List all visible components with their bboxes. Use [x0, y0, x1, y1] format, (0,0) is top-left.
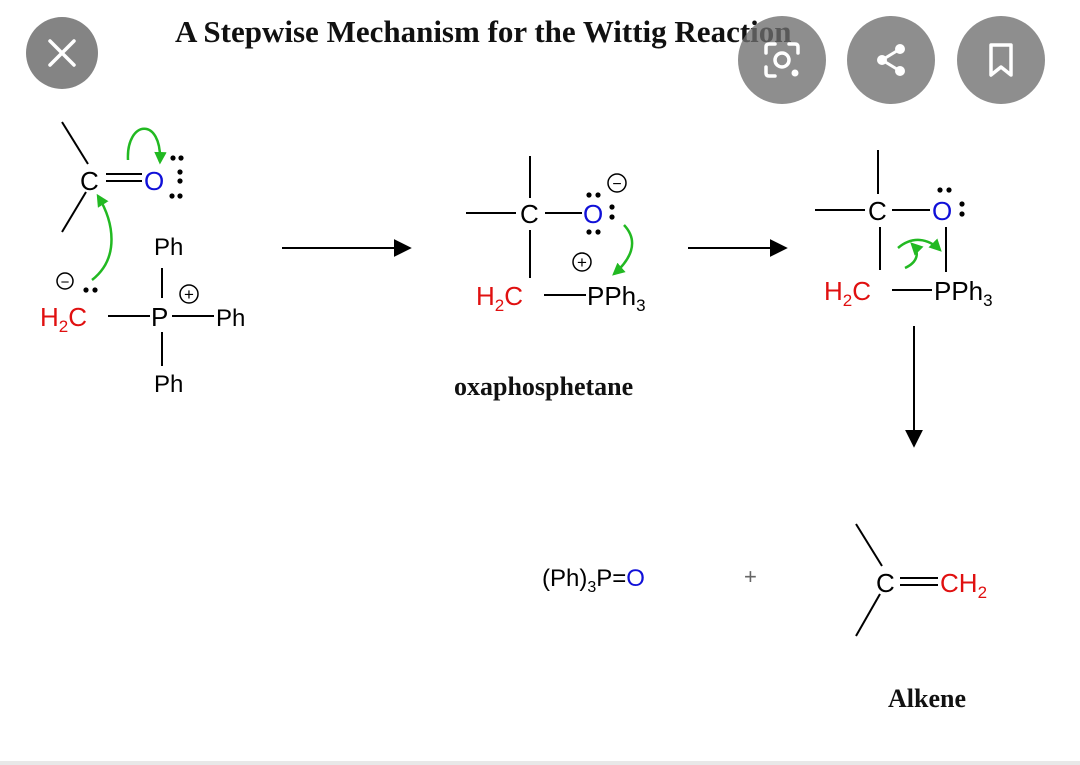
curved-arrow-ring-2	[904, 242, 924, 270]
svg-text:C: C	[876, 568, 895, 598]
alkene-label: Alkene	[888, 684, 966, 713]
curved-arrow-pi-to-oxygen	[126, 127, 167, 165]
phosphorus-charge: +	[179, 284, 199, 304]
oxygen-lone-pairs	[169, 155, 184, 199]
visual-search-button[interactable]	[738, 16, 826, 104]
ylide-ch2: H2C	[40, 302, 87, 336]
ring-pph3: PPh3	[934, 276, 993, 310]
ketone-carbon: C	[80, 166, 99, 196]
svg-text:+: +	[184, 285, 194, 304]
bottom-divider	[0, 761, 1080, 765]
products-plus: +	[744, 564, 757, 589]
ylide-phosphorus: P	[151, 302, 168, 332]
triphenylphosphine-oxide: (Ph)3P=O	[542, 565, 645, 596]
svg-text:−: −	[612, 176, 621, 193]
betaine-structure: C O − H2C PPh3 +	[466, 156, 646, 315]
close-button[interactable]	[26, 17, 98, 89]
curved-arrow-o-to-p	[612, 224, 634, 276]
reactants-structure: C O − H2C P Ph Ph Ph +	[40, 121, 245, 398]
betaine-pph3: PPh3	[587, 281, 646, 315]
share-button[interactable]	[847, 16, 935, 104]
alkene-structure: C CH2	[855, 523, 987, 637]
svg-text:−: −	[61, 274, 70, 291]
svg-text:C: C	[520, 199, 539, 229]
phenyl-right: Ph	[216, 305, 245, 332]
svg-text:+: +	[577, 253, 587, 272]
ring-ch2: H2C	[824, 276, 871, 310]
bookmark-icon	[989, 43, 1013, 77]
oxaphosphetane-structure: C O H2C PPh3	[815, 150, 993, 310]
phenyl-bottom: Ph	[154, 371, 183, 398]
betaine-ch2: H2C	[476, 281, 523, 315]
close-icon	[48, 39, 76, 67]
diagram-title: A Stepwise Mechanism for the Wittig Reac…	[175, 14, 792, 49]
share-icon	[877, 44, 905, 76]
curved-arrow-ring-1	[897, 238, 942, 252]
phosphonium-charge: +	[572, 252, 592, 272]
lens-icon	[764, 42, 800, 78]
curved-arrow-carbanion-attack	[91, 193, 113, 281]
betaine-oxygen: O	[583, 199, 603, 229]
carbanion-charge: −	[56, 272, 74, 291]
oxygen-charge: −	[607, 173, 627, 193]
ring-oxygen: O	[932, 196, 952, 226]
phenyl-top: Ph	[154, 234, 183, 261]
alkene-ch2: CH2	[940, 568, 987, 602]
svg-text:C: C	[868, 196, 887, 226]
oxaphosphetane-label: oxaphosphetane	[454, 372, 634, 401]
ketone-oxygen: O	[144, 166, 164, 196]
save-button[interactable]	[957, 16, 1045, 104]
